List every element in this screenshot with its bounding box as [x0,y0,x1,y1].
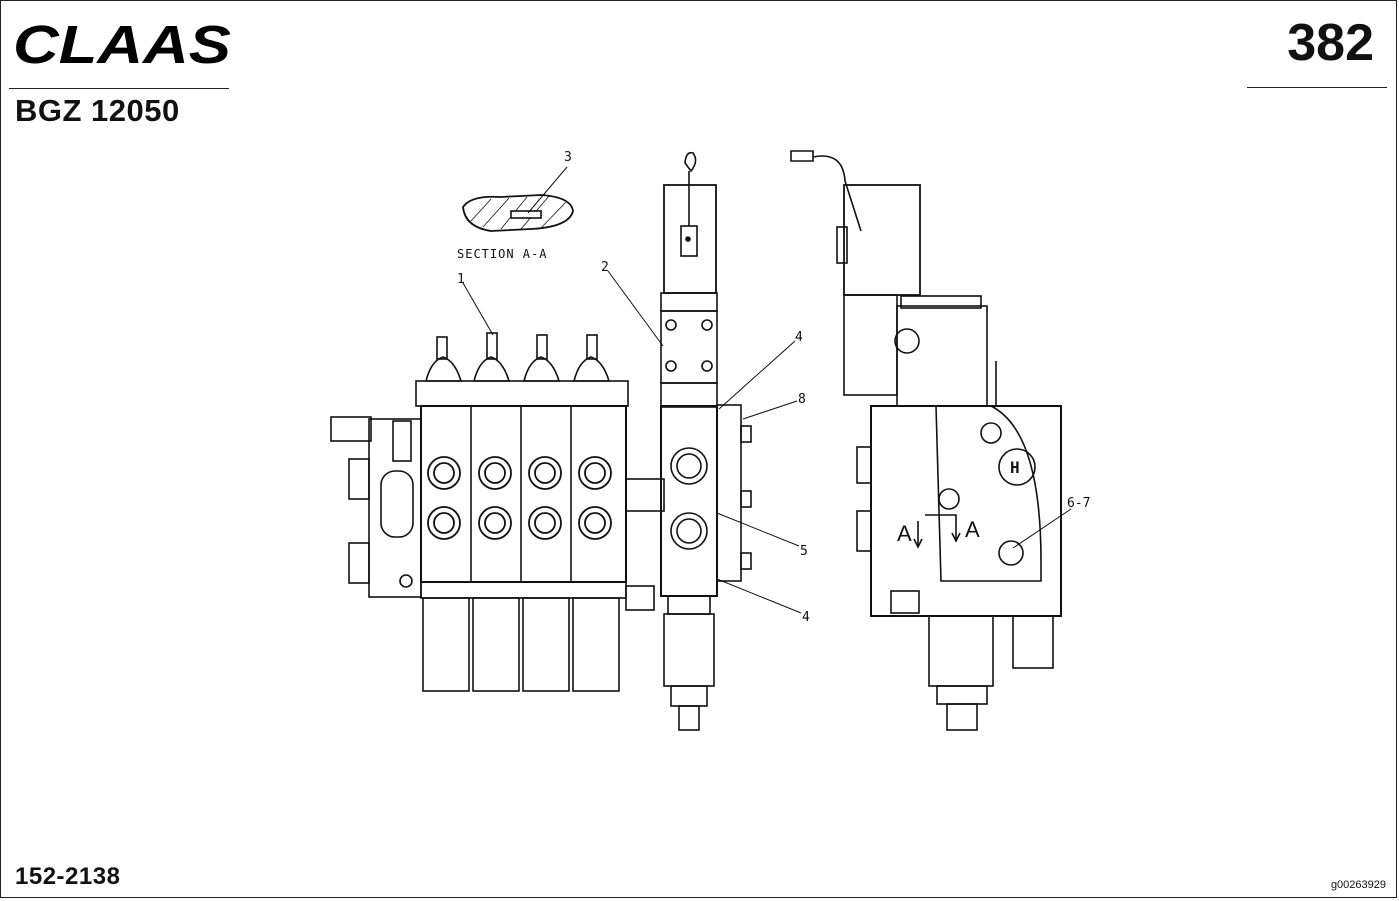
section-detail: SECTION A-A [457,166,574,261]
model-code: BGZ 12050 [15,93,180,128]
claas-logo: CLAAS [11,17,235,71]
callout-8: 8 [798,392,806,407]
view-marker-a-right: A [965,517,980,542]
header-rule-left [9,88,229,89]
brand-wordmark: CLAAS [13,17,231,71]
solenoid-valve-stack [660,151,752,731]
header-rule-right [1247,87,1387,88]
svg-text:H: H [1010,458,1020,477]
callout-4-upper: 4 [795,330,803,345]
inlet-section [330,416,422,598]
callout-1: 1 [457,272,465,287]
callout-6-7: 6-7 [1067,496,1090,511]
part-number: 152-2138 [15,863,121,890]
callout-4-lower: 4 [802,610,810,625]
callout-5: 5 [800,544,808,559]
claas-logo-graphic: CLAAS [13,17,231,71]
side-view: H A A [790,150,1062,731]
callout-3: 3 [564,150,572,165]
section-label: SECTION A-A [457,247,547,261]
callout-leaders [462,270,1072,614]
graphic-id: g00263929 [1330,879,1386,891]
callout-labels: 1 2 3 4 8 5 4 6-7 [457,150,1090,625]
page-number: 382 [1287,14,1374,72]
callout-2: 2 [601,260,609,275]
view-marker-a-left: A [897,521,912,546]
working-sections [415,332,665,692]
